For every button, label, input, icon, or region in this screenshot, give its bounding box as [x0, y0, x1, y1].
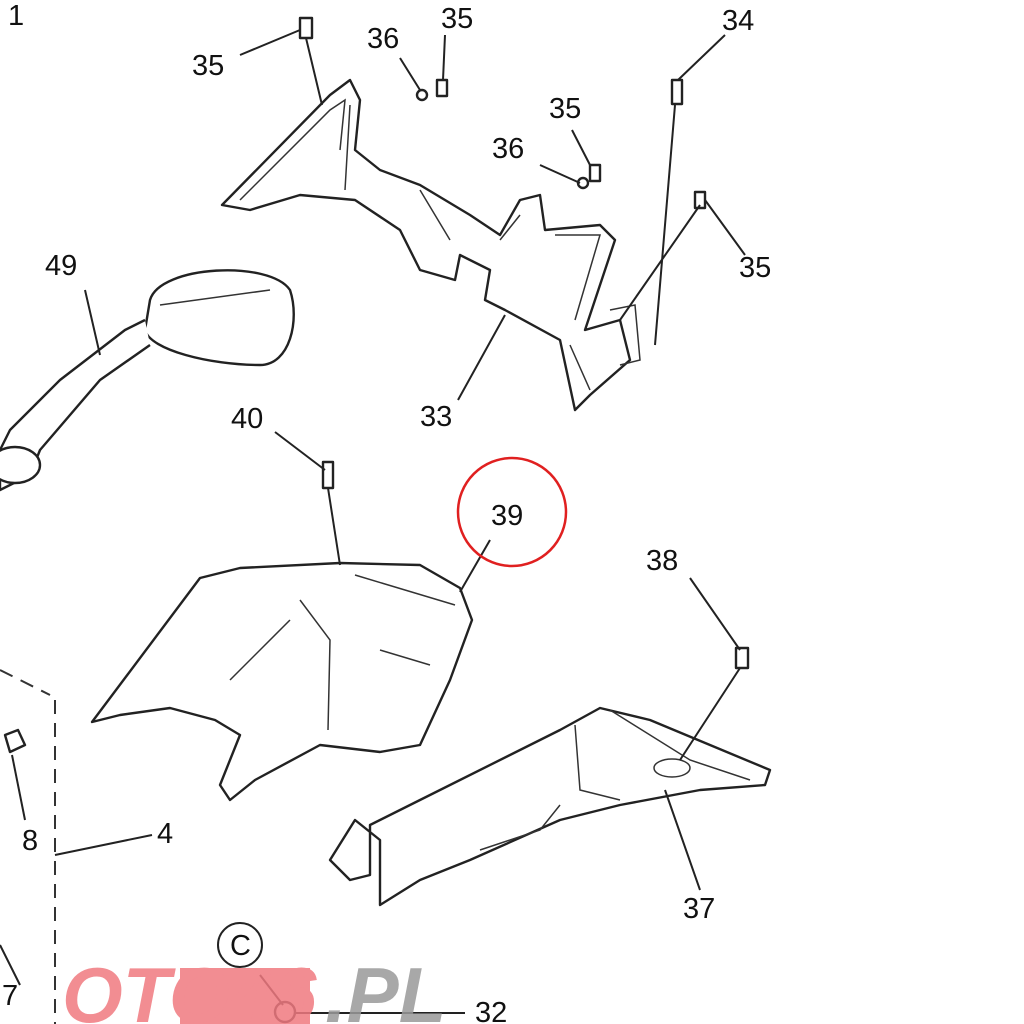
part-49-mirror[interactable]	[0, 269, 295, 492]
label-37[interactable]: 37	[683, 893, 715, 925]
label-4[interactable]: 4	[157, 818, 173, 850]
label-38[interactable]: 38	[646, 545, 678, 577]
label-32[interactable]: 32	[475, 997, 507, 1024]
label-33[interactable]: 33	[420, 401, 452, 433]
part-39-cover[interactable]	[90, 561, 474, 802]
label-8[interactable]: 8	[22, 825, 38, 857]
label-49[interactable]: 49	[45, 250, 77, 282]
part-37-panel[interactable]	[328, 706, 772, 907]
label-35[interactable]: 35	[192, 50, 224, 82]
label-35[interactable]: 35	[549, 93, 581, 125]
watermark-logo: OTO46 .PL	[62, 951, 446, 1024]
part-33-bracket[interactable]	[220, 78, 641, 412]
leader-lines	[0, 29, 746, 1024]
svg-text:OTO46: OTO46	[62, 951, 317, 1024]
label-7[interactable]: 7	[2, 980, 18, 1012]
reference-c-circle	[217, 922, 263, 968]
label-39[interactable]: 39	[491, 500, 523, 532]
label-34[interactable]: 34	[722, 5, 754, 37]
label-40[interactable]: 40	[231, 403, 263, 435]
label-36[interactable]: 36	[492, 133, 524, 165]
svg-text:.PL: .PL	[325, 951, 446, 1024]
ref-label-1: 1	[8, 0, 24, 32]
label-36[interactable]: 36	[367, 23, 399, 55]
highlight-circle	[456, 456, 568, 568]
ref-label-c: C	[230, 930, 251, 962]
label-35[interactable]: 35	[739, 252, 771, 284]
label-35[interactable]: 35	[441, 3, 473, 35]
